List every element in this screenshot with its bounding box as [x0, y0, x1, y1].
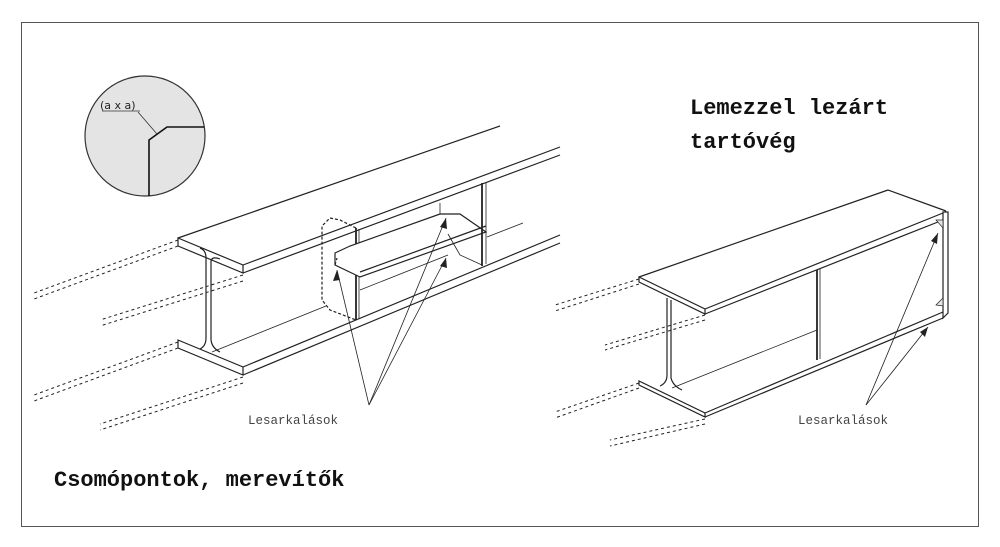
title-right-line2: tartóvég	[690, 130, 796, 155]
detail-label: (a x a)	[100, 99, 136, 112]
label-right: Lesarkalások	[798, 414, 889, 428]
leader-arrows-left	[336, 217, 447, 406]
label-left: Lesarkalások	[248, 414, 339, 428]
right-i-beam	[554, 189, 949, 447]
figure-frame	[21, 22, 979, 527]
title-right-line1: Lemezzel lezárt	[690, 96, 889, 121]
weld-detail-circle	[84, 75, 206, 197]
left-i-beam	[33, 125, 561, 431]
title-left: Csomópontok, merevítők	[54, 468, 345, 493]
